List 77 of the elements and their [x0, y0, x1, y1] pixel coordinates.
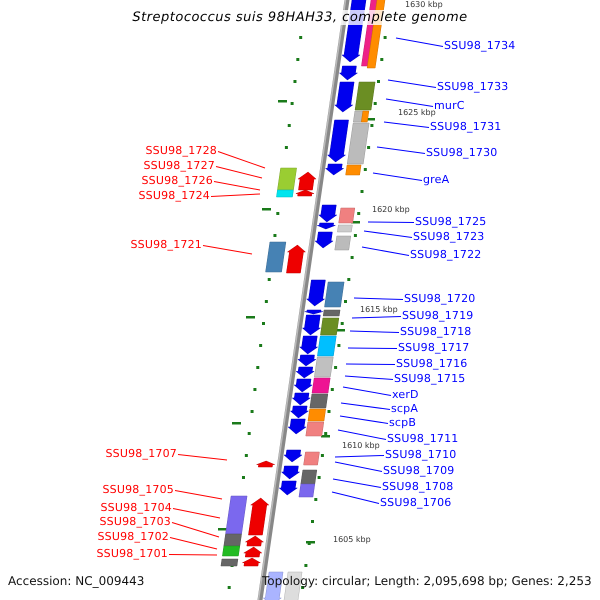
- gene-label: SSU98_1718: [400, 325, 472, 338]
- gene-label: SSU98_1702: [97, 530, 169, 543]
- gene-label: SSU98_1726: [141, 174, 213, 187]
- gene-label: SSU98_1731: [430, 120, 502, 133]
- gene-label: SSU98_1721: [130, 238, 202, 251]
- leader-line: [170, 537, 218, 550]
- leader-line: [344, 376, 394, 380]
- leader-line: [210, 194, 260, 197]
- gene-label: SSU98_1704: [100, 501, 172, 514]
- gene-label: SSU98_1708: [382, 480, 454, 493]
- scale-label: 1625 kbp: [398, 108, 436, 117]
- scale-label: 1620 kbp: [372, 205, 410, 214]
- leader-line: [216, 166, 262, 178]
- gene-label: murC: [434, 99, 465, 112]
- leader-line: [168, 554, 218, 556]
- leader-line: [350, 330, 400, 333]
- leader-line: [214, 181, 260, 190]
- gene-label: SSU98_1734: [444, 39, 516, 52]
- leader-line: [218, 151, 266, 168]
- leader-line: [332, 478, 382, 488]
- leader-line: [396, 38, 444, 47]
- leader-line: [384, 122, 430, 128]
- gene-label: SSU98_1725: [415, 215, 487, 228]
- leader-line: [334, 455, 384, 458]
- leader-line: [346, 364, 396, 365]
- gene-label: SSU98_1705: [102, 483, 174, 496]
- leader-line: [340, 416, 388, 424]
- leader-line: [354, 298, 404, 300]
- leader-line: [342, 386, 392, 396]
- gene-label: greA: [423, 173, 450, 186]
- footer-text: Topology: circular; Length: 2,095,698 bp; Genes: 2,253: [262, 574, 592, 588]
- gene-label: scpA: [391, 402, 418, 415]
- gene-label: SSU98_1733: [437, 80, 509, 93]
- leader-line: [172, 508, 220, 518]
- leader-line: [386, 98, 434, 107]
- gene-label: scpB: [389, 416, 416, 429]
- gene-label: SSU98_1715: [394, 372, 466, 385]
- leader-line: [348, 348, 398, 349]
- leader-line: [376, 146, 426, 154]
- leader-line: [362, 246, 410, 256]
- title: Streptococcus suis 98HAH33, complete genome: [130, 10, 470, 25]
- gene-label: SSU98_1701: [96, 547, 168, 560]
- leader-line: [172, 522, 220, 538]
- gene-label: SSU98_1724: [138, 189, 210, 202]
- gene-label: SSU98_1722: [410, 248, 482, 261]
- gene-label: SSU98_1728: [145, 144, 217, 157]
- leader-line: [352, 316, 402, 318]
- gene-label: SSU98_1727: [143, 159, 215, 172]
- gene-label: SSU98_1723: [413, 230, 485, 243]
- leader-line: [334, 462, 382, 472]
- scale-label: 1630 kbp: [405, 0, 443, 9]
- leader-line: [174, 490, 222, 500]
- gene-label: xerD: [392, 388, 419, 401]
- leader-line: [338, 430, 386, 440]
- gene-label: SSU98_1709: [383, 464, 455, 477]
- gene-label: SSU98_1703: [99, 515, 171, 528]
- leader-line: [178, 454, 228, 460]
- leader-line: [332, 492, 380, 504]
- leader-line: [364, 230, 412, 238]
- gene-label: SSU98_1719: [402, 309, 474, 322]
- gene-label: SSU98_1717: [398, 341, 470, 354]
- gene-label: SSU98_1710: [385, 448, 457, 461]
- leader-line: [368, 222, 414, 223]
- footer-text: Accession: NC_009443: [8, 574, 144, 588]
- leader-line: [202, 245, 252, 254]
- gene-label: SSU98_1716: [396, 357, 468, 370]
- leader-line: [340, 402, 390, 410]
- leader-line: [388, 80, 436, 88]
- gene-label: SSU98_1711: [387, 432, 459, 445]
- gene-label: SSU98_1730: [426, 146, 498, 159]
- gene-label: SSU98_1706: [380, 496, 452, 509]
- leader-line: [372, 172, 422, 181]
- scale-label: 1605 kbp: [333, 535, 371, 544]
- gene-label: SSU98_1720: [404, 292, 476, 305]
- scale-label: 1610 kbp: [342, 441, 380, 450]
- scale-label: 1615 kbp: [360, 305, 398, 314]
- gene-label: SSU98_1707: [105, 447, 177, 460]
